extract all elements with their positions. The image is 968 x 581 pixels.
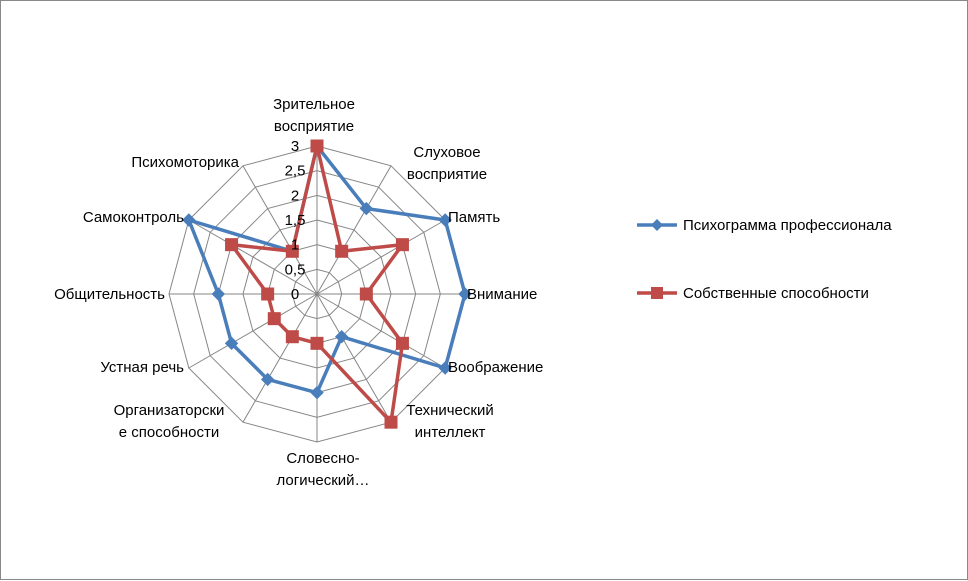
series-1-point-10 — [225, 238, 239, 252]
grid-spoke-1 — [316, 165, 392, 295]
series-1-point-5 — [384, 415, 398, 429]
series-1-point-11 — [285, 244, 299, 258]
r-tick-label: 1,5 — [285, 212, 306, 229]
series-1-point-1 — [335, 244, 349, 258]
legend-label-0: Психограмма профессионала — [683, 217, 892, 234]
grid-spoke-5 — [316, 293, 392, 423]
series-1-point-8 — [267, 312, 281, 326]
axis-label-9: Общительность — [54, 286, 165, 303]
axis-label-10: Самоконтроль — [83, 209, 184, 226]
r-tick-label: 1 — [291, 237, 299, 254]
series-1-point-0 — [310, 139, 324, 153]
series-0-point-3 — [458, 287, 472, 301]
legend-label-1: Собственные способности — [683, 285, 869, 302]
axis-label-1: восприятие — [407, 166, 487, 183]
r-tick-label: 2,5 — [285, 163, 306, 180]
axis-label-2: Память — [448, 209, 500, 226]
series-1-point-7 — [285, 330, 299, 344]
legend-marker-0 — [651, 219, 663, 231]
axis-label-5: интеллект — [415, 424, 486, 441]
series-0-point-6 — [310, 385, 324, 400]
series-0-point-5 — [334, 330, 349, 344]
series-0-point-9 — [211, 287, 226, 301]
series-0-point-8 — [224, 336, 239, 351]
series-1-point-2 — [395, 238, 409, 252]
series-0-point-1 — [359, 201, 374, 216]
axis-label-6: логический… — [276, 472, 369, 489]
r-tick-label: 0 — [291, 286, 299, 303]
axis-label-7: е способности — [119, 424, 219, 441]
axis-label-11: Психомоторика — [131, 154, 239, 171]
grid-spoke-10 — [188, 219, 318, 295]
axis-label-4: Воображение — [448, 359, 543, 376]
axis-label-7: Организаторски — [114, 402, 225, 419]
grid-spoke-11 — [242, 165, 318, 295]
series-0-point-7 — [260, 372, 275, 387]
r-tick-label: 2 — [291, 187, 299, 204]
series-1-point-9 — [261, 287, 275, 301]
series-1-point-6 — [310, 336, 324, 350]
axis-label-0: Зрительное — [273, 96, 355, 113]
series-0-point-2 — [438, 213, 452, 227]
series-1-point-3 — [359, 287, 373, 301]
grid-spoke-8 — [188, 293, 318, 369]
axis-label-8: Устная речь — [100, 359, 184, 376]
grid-spoke-7 — [242, 293, 318, 423]
r-tick-label: 0,5 — [285, 261, 306, 278]
axis-label-3: Внимание — [467, 286, 537, 303]
grid-spoke-4 — [316, 293, 446, 369]
axis-label-5: Технический — [406, 402, 493, 419]
series-0-point-4 — [438, 361, 452, 375]
legend-marker-1 — [651, 287, 663, 299]
axis-label-0: восприятие — [274, 118, 354, 135]
series-0-point-10 — [182, 213, 196, 227]
grid-spoke-2 — [316, 219, 446, 295]
axis-label-6: Словесно- — [286, 450, 359, 467]
r-tick-label: 3 — [291, 138, 299, 155]
series-1-point-4 — [395, 336, 409, 350]
axis-label-1: Слуховое — [413, 144, 480, 161]
